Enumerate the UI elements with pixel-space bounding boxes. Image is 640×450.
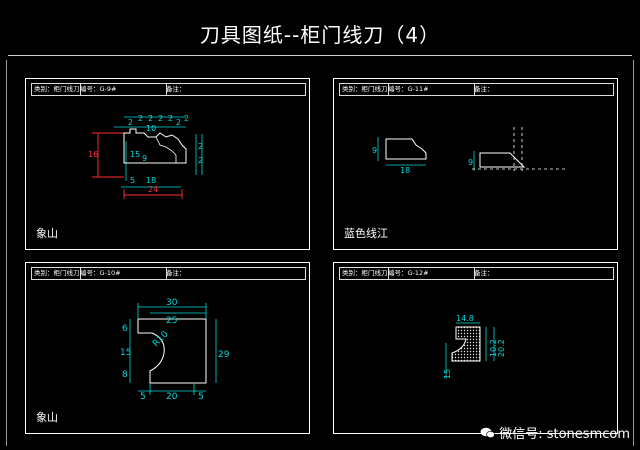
knife-profile-drawing: 2 2 2 2 2 2 2 10 15 9 5 18 2 2 16 24 xyxy=(88,114,203,199)
dim-label: 5 xyxy=(140,392,146,402)
dim-label: 2 xyxy=(184,114,189,123)
category-field: 类别：柜门线刀 xyxy=(342,268,389,279)
dim-label: 2 xyxy=(168,114,173,123)
number-field: 编号：G-9# xyxy=(78,84,167,95)
dim-label: 5 xyxy=(198,392,204,402)
category-field: 类别：柜门线刀 xyxy=(342,84,389,95)
category-field: 类别：柜门线刀 xyxy=(34,268,81,279)
dim-label: 18 xyxy=(146,176,156,185)
dim-label: 8 xyxy=(122,370,128,380)
dim-label: 25 xyxy=(166,316,177,326)
dim-label: 2 xyxy=(138,114,143,123)
dim-label: 2 xyxy=(158,114,163,123)
dim-label: 2 xyxy=(128,118,133,127)
dim-label: 10.2 xyxy=(489,339,498,357)
dim-label: 15 xyxy=(443,369,452,379)
dim-label: 16 xyxy=(88,150,98,159)
title-block: 类别：柜门线刀 编号：G-10# 备注： xyxy=(31,267,306,280)
dim-label: 15 xyxy=(120,348,131,358)
drawing-title: 刀具图纸--柜门线刀（4） xyxy=(199,23,441,47)
panel-label: 蓝色线江 xyxy=(344,227,388,240)
title-block: 类别：柜门线刀 编号：G-11# 备注： xyxy=(339,83,614,96)
dim-label: R10 xyxy=(151,329,171,349)
dim-label: 10 xyxy=(146,124,156,133)
dim-label: 24 xyxy=(148,185,158,194)
title-block: 类别：柜门线刀 编号：G-12# 备注： xyxy=(339,267,614,280)
title-bar: 刀具图纸--柜门线刀（4） xyxy=(8,6,632,56)
knife-profile-drawing: 9 18 9 xyxy=(372,127,566,175)
dim-label: 2 xyxy=(198,156,203,165)
title-rule xyxy=(8,55,632,56)
panel-label: 象山 xyxy=(36,411,58,424)
panel-label: 象山 xyxy=(36,227,58,240)
dim-label: 2 xyxy=(198,142,203,151)
dim-label: 2 xyxy=(176,118,181,127)
dim-label: 6 xyxy=(122,324,128,334)
dim-label: 5 xyxy=(130,176,135,185)
drawing-panel-4[interactable]: 类别：柜门线刀 编号：G-12# 备注： 14.8 10.2 20.2 15 xyxy=(333,262,618,434)
drawing-panel-3[interactable]: 类别：柜门线刀 编号：G-10# 备注： 30 25 6 R10 15 29 8… xyxy=(25,262,310,434)
remark-field: 备注： xyxy=(166,85,186,93)
dim-label: 29 xyxy=(218,350,230,360)
dim-label: 30 xyxy=(166,298,178,308)
dim-label: 20.2 xyxy=(497,339,506,357)
drawing-frame xyxy=(6,60,634,446)
dim-label: 9 xyxy=(372,146,377,155)
dim-label: 15 xyxy=(130,150,140,159)
wechat-watermark: 微信号: stonesmcom xyxy=(480,423,630,442)
dim-label: 20 xyxy=(166,392,178,402)
drawing-panel-1[interactable]: 类别：柜门线刀 编号：G-9# 备注： 2 2 2 2 2 2 xyxy=(25,78,310,250)
wechat-icon xyxy=(480,427,496,438)
remark-field: 备注： xyxy=(474,85,494,93)
dim-label: 18 xyxy=(400,166,410,175)
watermark-text: 微信号: stonesmcom xyxy=(499,427,630,442)
dim-label: 9 xyxy=(142,154,147,163)
knife-profile-drawing: 14.8 10.2 20.2 15 xyxy=(443,314,506,379)
number-field: 编号：G-12# xyxy=(386,268,475,279)
dim-label: 2 xyxy=(148,114,153,123)
title-block: 类别：柜门线刀 编号：G-9# 备注： xyxy=(31,83,306,96)
knife-profile-drawing: 30 25 6 R10 15 29 8 5 20 5 xyxy=(120,298,230,402)
remark-field: 备注： xyxy=(166,269,186,277)
remark-field: 备注： xyxy=(474,269,494,277)
number-field: 编号：G-10# xyxy=(78,268,167,279)
number-field: 编号：G-11# xyxy=(386,84,475,95)
dim-label: 14.8 xyxy=(456,314,474,323)
drawing-panel-2[interactable]: 类别：柜门线刀 编号：G-11# 备注： 9 18 9 蓝色线江 xyxy=(333,78,618,250)
dim-label: 9 xyxy=(468,158,473,167)
category-field: 类别：柜门线刀 xyxy=(34,84,81,95)
